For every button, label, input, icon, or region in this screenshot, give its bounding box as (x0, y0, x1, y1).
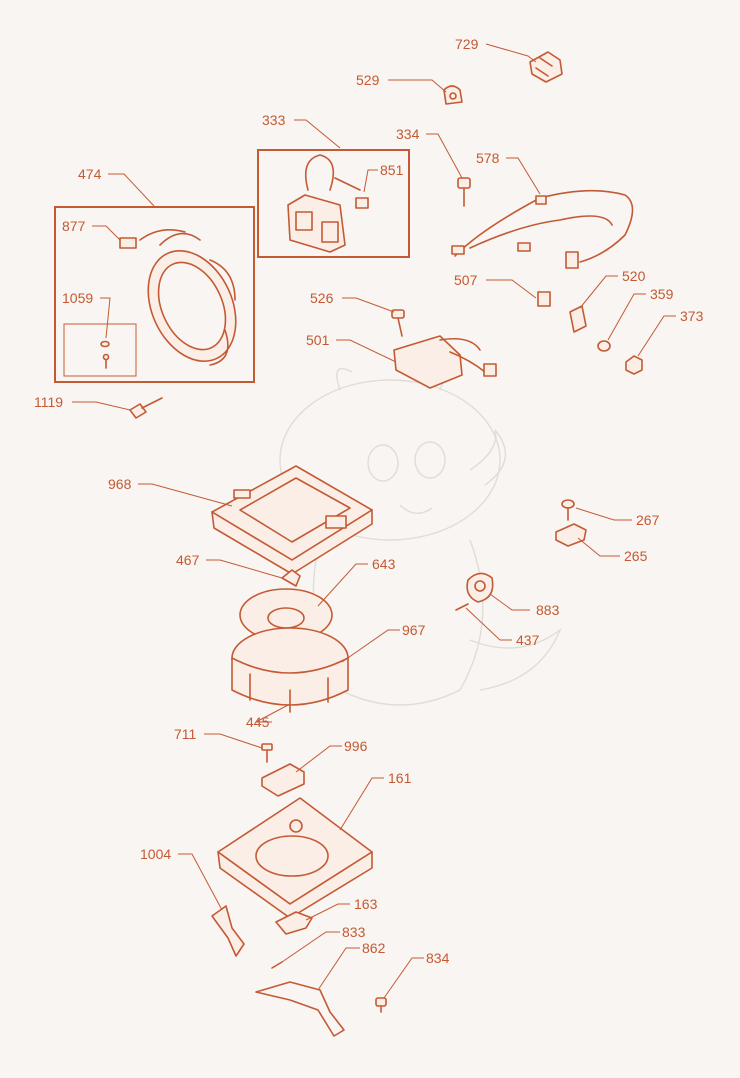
label-968: 968 (108, 476, 132, 492)
label-729: 729 (455, 36, 479, 52)
part-834-screw (375, 997, 387, 1013)
callout-box-474 (54, 206, 255, 383)
part-862-bracket (255, 981, 345, 1037)
label-163: 163 (354, 896, 378, 912)
part-265-bracket (555, 523, 587, 547)
label-1059: 1059 (62, 290, 93, 306)
part-359-washer (597, 340, 611, 352)
part-334-bolt (457, 177, 471, 207)
label-526: 526 (310, 290, 334, 306)
part-711-screw (261, 743, 273, 763)
part-967-housing (231, 627, 349, 713)
label-333: 333 (262, 112, 286, 128)
part-507-plug (537, 291, 551, 307)
part-526-screw (391, 309, 405, 337)
leader-lines (72, 43, 676, 999)
label-501: 501 (306, 332, 330, 348)
label-996: 996 (344, 738, 368, 754)
part-437-screw (455, 603, 469, 611)
label-833: 833 (342, 924, 366, 940)
part-520-tab (569, 305, 587, 333)
part-373-nut (625, 355, 643, 375)
part-729-clip (529, 51, 563, 83)
label-437: 437 (516, 632, 540, 648)
label-883: 883 (536, 602, 560, 618)
part-474-stator (139, 229, 237, 366)
label-520: 520 (622, 268, 646, 284)
callout-box-333 (257, 149, 410, 258)
label-1004: 1004 (140, 846, 171, 862)
label-967: 967 (402, 622, 426, 638)
label-877: 877 (62, 218, 86, 234)
part-267-bolt (561, 499, 575, 521)
label-373: 373 (680, 308, 704, 324)
part-529-grommet (443, 85, 463, 105)
label-851: 851 (380, 162, 404, 178)
label-578: 578 (476, 150, 500, 166)
label-267: 267 (636, 512, 660, 528)
part-883-gasket (466, 572, 494, 603)
label-161: 161 (388, 770, 412, 786)
label-834: 834 (426, 950, 450, 966)
part-161-base (217, 797, 373, 919)
label-643: 643 (372, 556, 396, 572)
label-265: 265 (624, 548, 648, 564)
part-1059-fasteners (100, 340, 110, 369)
part-467-clip (281, 569, 301, 587)
label-529: 529 (356, 72, 380, 88)
part-996-bracket (261, 763, 305, 797)
part-163-gasket (275, 911, 313, 935)
part-968-cover (211, 465, 373, 575)
part-labels: 729 529 333 334 578 474 851 877 507 520 … (34, 36, 704, 966)
part-333-ignition-coil (287, 154, 369, 253)
part-833-screw (271, 961, 283, 969)
part-578-wire-harness (451, 189, 634, 269)
label-467: 467 (176, 552, 200, 568)
label-1119: 1119 (34, 394, 63, 410)
callout-box-1059 (63, 323, 137, 377)
part-1119-bolt (129, 397, 163, 419)
label-334: 334 (396, 126, 420, 142)
label-445: 445 (246, 714, 270, 730)
label-862: 862 (362, 940, 386, 956)
part-877-connector (119, 237, 137, 249)
label-359: 359 (650, 286, 674, 302)
label-711: 711 (174, 726, 197, 742)
part-501-module (393, 335, 497, 389)
label-474: 474 (78, 166, 102, 182)
label-507: 507 (454, 272, 478, 288)
part-1004-lever (211, 905, 245, 957)
